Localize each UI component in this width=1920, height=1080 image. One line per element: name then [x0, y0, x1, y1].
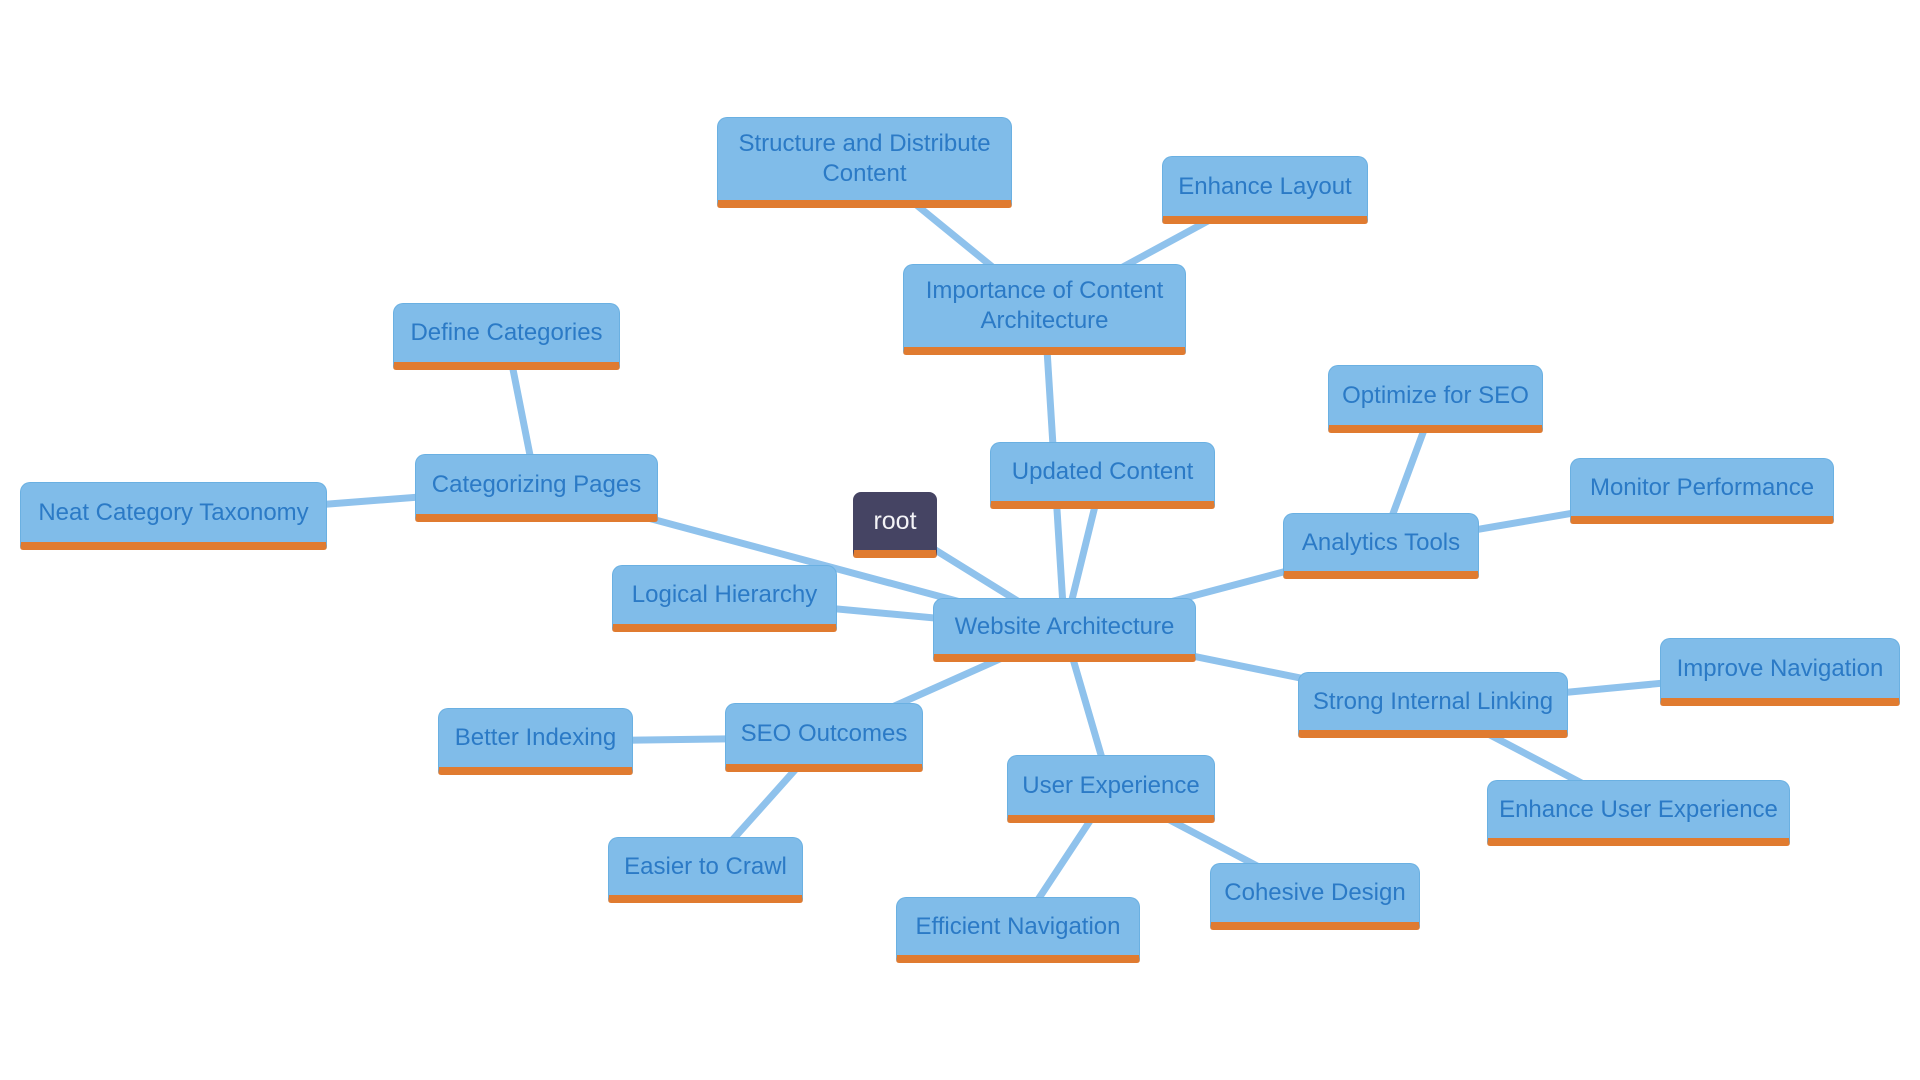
node-label: Improve Navigation: [1676, 654, 1884, 682]
node-improve-navigation[interactable]: Improve Navigation: [1660, 638, 1900, 706]
node-label: Updated Content: [1011, 458, 1194, 485]
node-label: Analytics Tools: [1301, 528, 1461, 556]
node-label: Cohesive Design: [1224, 879, 1406, 906]
node-label: Optimize for SEO: [1342, 381, 1529, 409]
node-label: Better Indexing: [454, 724, 617, 751]
node-root[interactable]: root: [853, 492, 937, 558]
node-strong-internal-linking[interactable]: Strong Internal Linking: [1298, 672, 1568, 738]
node-enhance-user-experience[interactable]: Enhance User Experience: [1487, 780, 1790, 846]
node-label: Logical Hierarchy: [631, 581, 818, 608]
node-label: Website Architecture: [954, 612, 1175, 640]
node-label: Enhance User Experience: [1499, 795, 1778, 823]
node-cohesive-design[interactable]: Cohesive Design: [1210, 863, 1420, 930]
node-updated-content[interactable]: Updated Content: [990, 442, 1215, 509]
node-label: Enhance Layout: [1178, 172, 1352, 200]
node-analytics-tools[interactable]: Analytics Tools: [1283, 513, 1479, 579]
node-label: SEO Outcomes: [740, 720, 908, 747]
node-define-categories[interactable]: Define Categories: [393, 303, 620, 370]
node-label: Structure and Distribute Content: [738, 130, 991, 187]
node-easier-to-crawl[interactable]: Easier to Crawl: [608, 837, 803, 903]
node-label: User Experience: [1022, 771, 1200, 799]
node-label: Importance of Content Architecture: [925, 277, 1164, 334]
node-logical-hierarchy[interactable]: Logical Hierarchy: [612, 565, 837, 632]
node-efficient-navigation[interactable]: Efficient Navigation: [896, 897, 1140, 963]
node-label: Easier to Crawl: [624, 852, 787, 880]
node-monitor-performance[interactable]: Monitor Performance: [1570, 458, 1834, 524]
node-optimize-for-seo[interactable]: Optimize for SEO: [1328, 365, 1543, 433]
node-label: Neat Category Taxonomy: [38, 498, 309, 526]
node-user-experience[interactable]: User Experience: [1007, 755, 1215, 823]
node-label: Efficient Navigation: [915, 912, 1121, 940]
node-label: Define Categories: [410, 319, 603, 346]
node-label: Categorizing Pages: [431, 470, 642, 498]
node-neat-category-taxonomy[interactable]: Neat Category Taxonomy: [20, 482, 327, 550]
node-label: Strong Internal Linking: [1312, 687, 1554, 715]
node-website-architecture[interactable]: Website Architecture: [933, 598, 1196, 662]
node-importance-content-architecture[interactable]: Importance of Content Architecture: [903, 264, 1186, 355]
node-structure-distribute-content[interactable]: Structure and Distribute Content: [717, 117, 1012, 208]
node-enhance-layout[interactable]: Enhance Layout: [1162, 156, 1368, 224]
node-better-indexing[interactable]: Better Indexing: [438, 708, 633, 775]
node-categorizing-pages[interactable]: Categorizing Pages: [415, 454, 658, 522]
node-label: root: [873, 506, 917, 535]
node-seo-outcomes[interactable]: SEO Outcomes: [725, 703, 923, 772]
node-label: Monitor Performance: [1589, 473, 1815, 501]
